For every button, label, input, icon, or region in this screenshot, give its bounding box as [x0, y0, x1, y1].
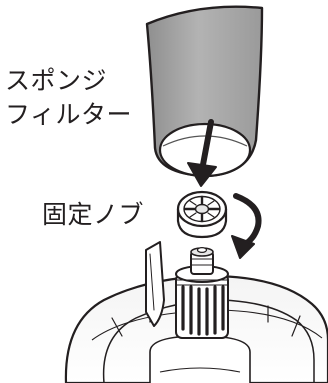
base-center-hub [149, 335, 251, 383]
fixing-knob [176, 190, 228, 239]
arrow-down-icon [187, 119, 217, 187]
threaded-post [175, 247, 229, 339]
rotate-clockwise-icon [231, 193, 262, 259]
fixing-knob-label: 固定ノブ [42, 200, 145, 229]
sponge-filter [145, 5, 264, 178]
sponge-filter-label-line1: スポンジ [5, 66, 108, 95]
sponge-filter-label-line2: フィルター [5, 100, 133, 129]
sponge-filter-inner-rim [162, 135, 248, 147]
sponge-filter-label: スポンジ フィルター [5, 64, 132, 132]
guide-tab [145, 241, 165, 327]
